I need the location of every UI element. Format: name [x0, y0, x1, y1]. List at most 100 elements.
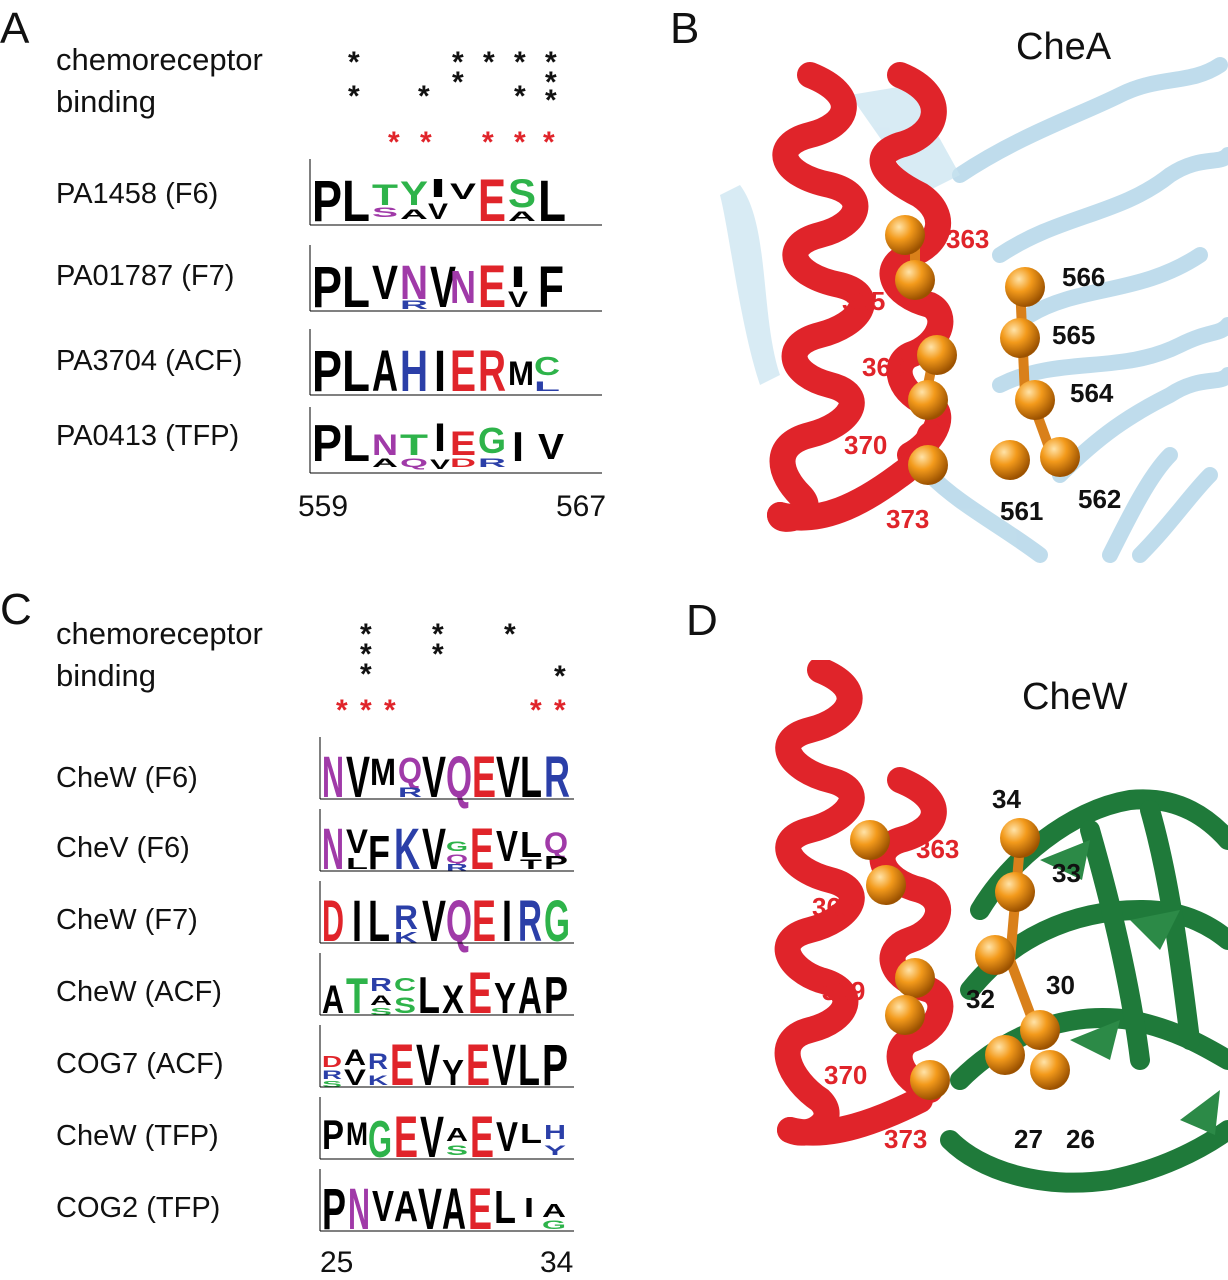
svg-text:A: A: [400, 206, 428, 222]
logo-row-label: PA1458 (F6): [56, 178, 219, 210]
binding-star: *: [452, 66, 464, 99]
binding-star: *: [348, 80, 360, 113]
svg-text:V: V: [344, 1065, 366, 1090]
svg-text:M: M: [508, 355, 534, 393]
svg-text:E: E: [468, 961, 492, 1026]
svg-text:V: V: [492, 1033, 516, 1098]
svg-text:L: L: [418, 967, 440, 1025]
red-star: *: [384, 694, 396, 727]
svg-text:A: A: [442, 1177, 466, 1242]
svg-text:T: T: [346, 968, 368, 1024]
binding-star: *: [432, 638, 444, 671]
svg-text:E: E: [472, 745, 496, 810]
svg-text:S: S: [446, 1142, 468, 1158]
position-end: 34: [540, 1246, 574, 1279]
svg-text:L: L: [342, 339, 370, 404]
svg-text:K: K: [368, 1072, 388, 1088]
svg-text:V: V: [428, 199, 448, 224]
protein-label: CheW: [1022, 676, 1128, 718]
residue-label: 369: [862, 352, 906, 382]
svg-text:K: K: [394, 817, 420, 882]
svg-text:R: R: [478, 456, 507, 470]
svg-text:D: D: [322, 1054, 342, 1071]
residue-label: 365: [812, 892, 856, 922]
binding-star: *: [514, 80, 526, 113]
sequence-logo: N V L F K V G Q R E V L T Q P: [319, 809, 574, 882]
svg-text:A: A: [322, 978, 344, 1022]
svg-text:R: R: [368, 1049, 388, 1074]
svg-text:R: R: [518, 889, 542, 954]
svg-text:D: D: [450, 456, 477, 470]
binding-star: *: [554, 660, 566, 693]
svg-text:R: R: [446, 863, 470, 874]
svg-text:G: G: [544, 889, 570, 954]
residue-label: 26: [1066, 1124, 1095, 1154]
svg-text:A: A: [372, 456, 399, 470]
svg-text:P: P: [542, 1033, 568, 1098]
red-star: *: [554, 694, 566, 727]
sequence-logo: P L N A T Q I V E D G R I V: [309, 407, 602, 474]
logo-row-label: CheV (F6): [56, 832, 190, 864]
residue-label: 562: [1078, 484, 1122, 514]
svg-text:C: C: [394, 975, 416, 995]
svg-text:P: P: [544, 853, 568, 873]
residue-spheres: [885, 215, 1080, 485]
svg-text:A: A: [344, 1045, 366, 1070]
residue-spheres: [850, 818, 1070, 1100]
svg-text:F: F: [538, 255, 564, 320]
position-end: 567: [556, 490, 607, 523]
svg-text:E: E: [478, 253, 506, 320]
sequence-logo: P L V N R V N E I V F: [309, 245, 602, 320]
logo-row-label: PA3704 (ACF): [56, 345, 243, 377]
svg-text:Y: Y: [494, 974, 516, 1023]
sequence-logo: P N V A V A E L I A G: [319, 1169, 574, 1242]
svg-text:N: N: [450, 261, 476, 313]
sequence-logo: A T R A S C S L X E Y A P: [319, 953, 574, 1026]
residue-label: 564: [1070, 378, 1114, 408]
svg-text:Q: Q: [544, 827, 568, 860]
logo-row-label: CheW (ACF): [56, 976, 222, 1008]
svg-text:A: A: [508, 208, 536, 224]
svg-text:Y: Y: [544, 1142, 568, 1158]
svg-text:R: R: [322, 1068, 343, 1082]
residue-label: 373: [886, 504, 930, 534]
panel-d-letter: D: [686, 596, 718, 645]
svg-text:A: A: [446, 1125, 468, 1145]
svg-text:S: S: [372, 204, 398, 220]
svg-text:N: N: [400, 257, 428, 310]
panel-c-logos: N V M Q R V Q E V L R N V L F K V G Q R …: [319, 737, 574, 1242]
svg-text:R: R: [398, 784, 422, 800]
svg-text:I: I: [502, 889, 512, 954]
binding-star: *: [514, 46, 526, 79]
svg-text:Q: Q: [446, 852, 468, 866]
red-star: *: [420, 126, 432, 159]
svg-text:I: I: [352, 889, 362, 954]
svg-text:E: E: [450, 339, 476, 404]
red-star: *: [530, 694, 542, 727]
svg-text:L: L: [342, 415, 370, 473]
svg-text:I: I: [512, 423, 524, 470]
position-start: 25: [320, 1246, 354, 1279]
svg-text:N: N: [322, 745, 344, 810]
svg-text:V: V: [508, 287, 528, 312]
residue-label: 27: [1014, 1124, 1043, 1154]
residue-label: 561: [1000, 496, 1044, 526]
svg-text:M: M: [370, 752, 396, 794]
svg-text:I: I: [434, 416, 446, 460]
beta-sheet: [940, 789, 1228, 1193]
binding-star: *: [504, 618, 516, 651]
sequence-logo: D I L R K V Q E I R G: [319, 881, 574, 954]
svg-text:V: V: [496, 1113, 518, 1160]
svg-text:P: P: [544, 967, 568, 1025]
svg-text:Y: Y: [442, 1052, 464, 1093]
svg-text:G: G: [478, 420, 506, 461]
panel-a-header-line2: binding: [56, 84, 156, 119]
svg-text:V: V: [450, 179, 477, 204]
svg-text:L: L: [534, 378, 561, 394]
svg-text:L: L: [494, 1181, 516, 1233]
svg-text:E: E: [468, 1177, 492, 1242]
residue-label: 32: [966, 984, 995, 1014]
logo-row-label: PA01787 (F7): [56, 260, 235, 292]
svg-text:I: I: [434, 339, 446, 404]
svg-text:V: V: [422, 889, 446, 954]
